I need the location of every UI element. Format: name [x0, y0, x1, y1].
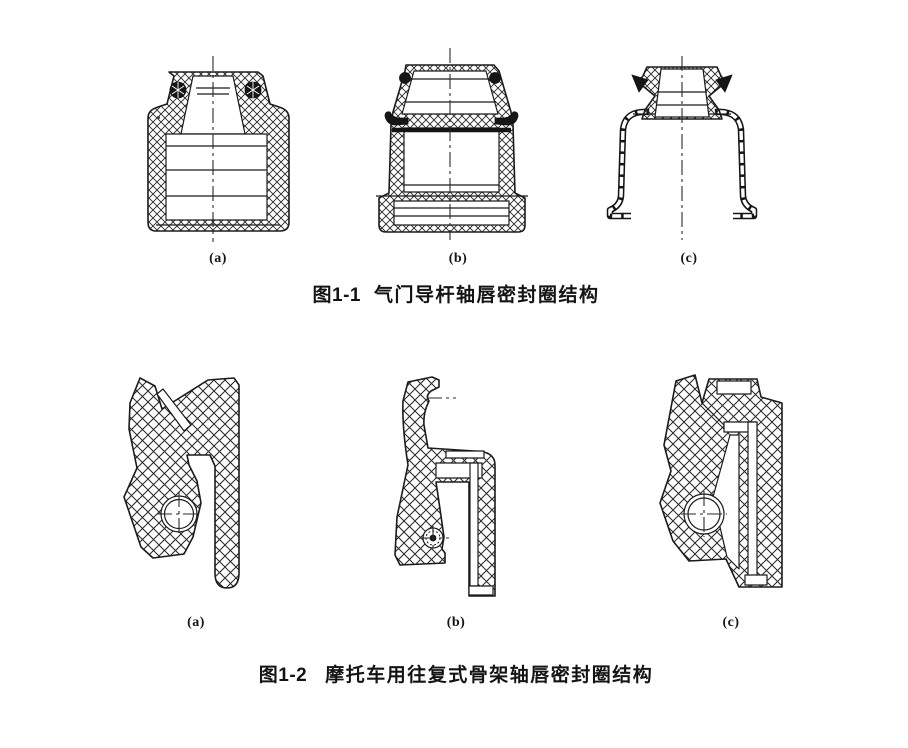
fig-1-1-panel-a-drawing	[133, 46, 313, 246]
fig-1-1-panel-label-c: (c)	[680, 251, 698, 266]
fig-1-1-panel-b-drawing	[374, 44, 549, 244]
fig-1-2-panel-c-drawing	[651, 367, 831, 617]
fig-1-1-caption-title: 气门导杆轴唇密封圈结构	[373, 285, 600, 306]
fig-1-2-panel-label-c: (c)	[722, 615, 740, 630]
fig-1-1-caption-number: 图1-1	[312, 285, 361, 306]
fig-1-1-panel-c-drawing	[603, 50, 778, 245]
fig-1-2-panel-label-a: (a)	[187, 615, 205, 630]
fig-1-2-caption: 图1-2 摩托车用往复式骨架轴唇密封圈结构	[259, 660, 653, 687]
fig-1-2-panel-a-drawing	[115, 369, 290, 604]
fig-1-2-panel-b-drawing	[382, 367, 532, 612]
fig-1-2-panel-label-b: (b)	[446, 615, 466, 630]
fig-1-2-caption-title: 摩托车用往复式骨架轴唇密封圈结构	[325, 665, 654, 686]
fig-1-2-caption-number: 图1-2	[258, 665, 308, 686]
fig-1-1-caption: 图1-1 气门导杆轴唇密封圈结构	[313, 280, 600, 307]
fig-1-1-panel-label-b: (b)	[448, 251, 468, 266]
fig-1-1-panel-label-a: (a)	[209, 251, 227, 266]
scan-speck	[157, 116, 160, 119]
